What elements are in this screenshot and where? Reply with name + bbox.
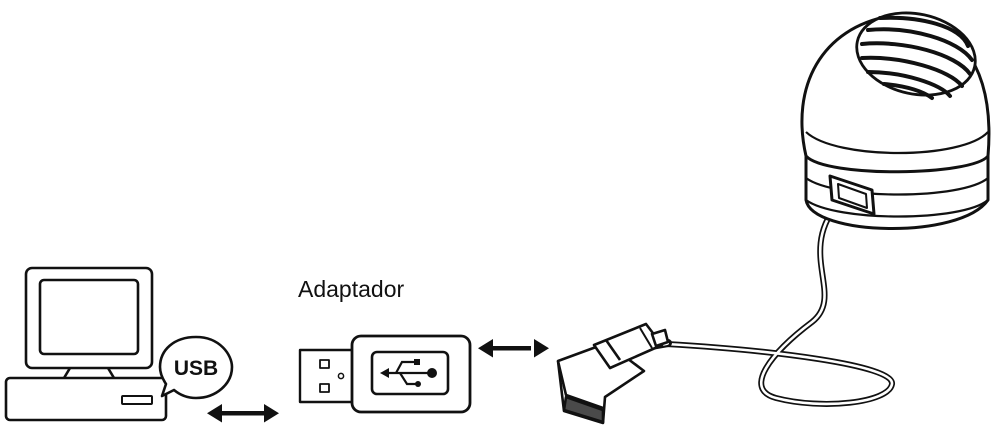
speaker-cable: [647, 203, 895, 407]
speaker-port: [828, 174, 876, 216]
speaker-grille: [860, 15, 974, 100]
computer-icon: [4, 266, 168, 422]
double-arrow-icon: [478, 339, 549, 358]
usb-bubble-text: USB: [174, 357, 218, 380]
cable-plug-icon: [556, 322, 670, 425]
double-arrow-icon: [207, 404, 279, 423]
usb-bubble: USB: [158, 335, 234, 400]
usb-symbol-icon: [380, 359, 437, 387]
adapter-label: Adaptador: [298, 276, 404, 302]
